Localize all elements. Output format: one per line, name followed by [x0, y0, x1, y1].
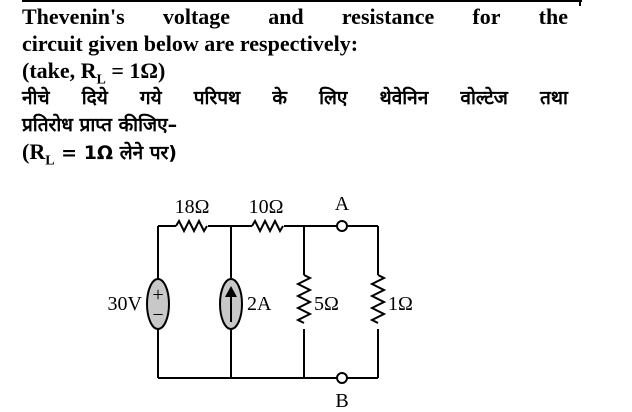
- word: दिये: [81, 87, 108, 109]
- voltage-source-minus: −: [152, 304, 163, 326]
- word: गये: [139, 87, 162, 109]
- voltage-source-plus: +: [152, 284, 163, 306]
- word: voltage: [162, 4, 231, 29]
- question-hindi-line-1: नीचे दिये गये परिपथ के लिए थेवेनिन वोल्ट…: [22, 85, 568, 112]
- node-a-label: A: [335, 193, 350, 215]
- resistor-1-ohm: [369, 274, 387, 324]
- question-hindi-line-3: (RL = 1Ω लेने पर): [22, 139, 568, 169]
- word: नीचे: [22, 87, 50, 109]
- resistor-5-ohm-label: 5Ω: [314, 293, 339, 315]
- word: लिए: [319, 87, 348, 109]
- top-border-tick: [579, 0, 581, 6]
- word: for: [472, 4, 501, 29]
- hindi-take-prefix: (R: [22, 139, 46, 164]
- hindi-take-suffix: = 1Ω लेने पर): [54, 142, 177, 164]
- word: वोल्टेज: [460, 87, 508, 109]
- current-arrow-icon: [225, 286, 237, 322]
- subscript-l: L: [45, 153, 55, 169]
- resistor-5-ohm: [295, 274, 313, 324]
- take-suffix: = 1Ω): [105, 58, 166, 83]
- question-english-line-2: circuit given below are respectively:: [22, 31, 359, 56]
- take-prefix: (take, R: [22, 58, 97, 83]
- terminal-b: [336, 372, 348, 384]
- word: तथा: [540, 87, 568, 109]
- word: the: [538, 4, 568, 29]
- resistor-10-ohm-label: 10Ω: [249, 196, 284, 218]
- subscript-l: L: [96, 72, 106, 88]
- resistor-18-ohm: [175, 218, 208, 234]
- resistor-1-ohm-label: 1Ω: [388, 293, 413, 315]
- word: परिपथ: [193, 87, 241, 109]
- question-english-line-3: (take, RL = 1Ω): [22, 58, 568, 88]
- word: resistance: [341, 4, 435, 29]
- word: Thevenin's: [22, 4, 125, 29]
- top-border-line: [22, 0, 582, 2]
- question-text: Thevenin's voltage and resistance for th…: [22, 4, 568, 169]
- word: थेवेनिन: [379, 87, 429, 109]
- word: के: [272, 87, 287, 109]
- resistor-10-ohm: [251, 218, 284, 234]
- word: and: [268, 4, 304, 29]
- terminal-a: [336, 220, 348, 232]
- voltage-source-icon: [146, 278, 170, 330]
- voltage-source-label: 30V: [108, 293, 143, 315]
- current-source-label: 2A: [247, 293, 272, 315]
- question-english-line-1: Thevenin's voltage and resistance for th…: [22, 4, 568, 31]
- node-b-label: B: [335, 390, 348, 412]
- question-hindi-line-2: प्रतिरोध प्राप्त कीजिए–: [22, 114, 178, 136]
- resistor-18-ohm-label: 18Ω: [175, 196, 210, 218]
